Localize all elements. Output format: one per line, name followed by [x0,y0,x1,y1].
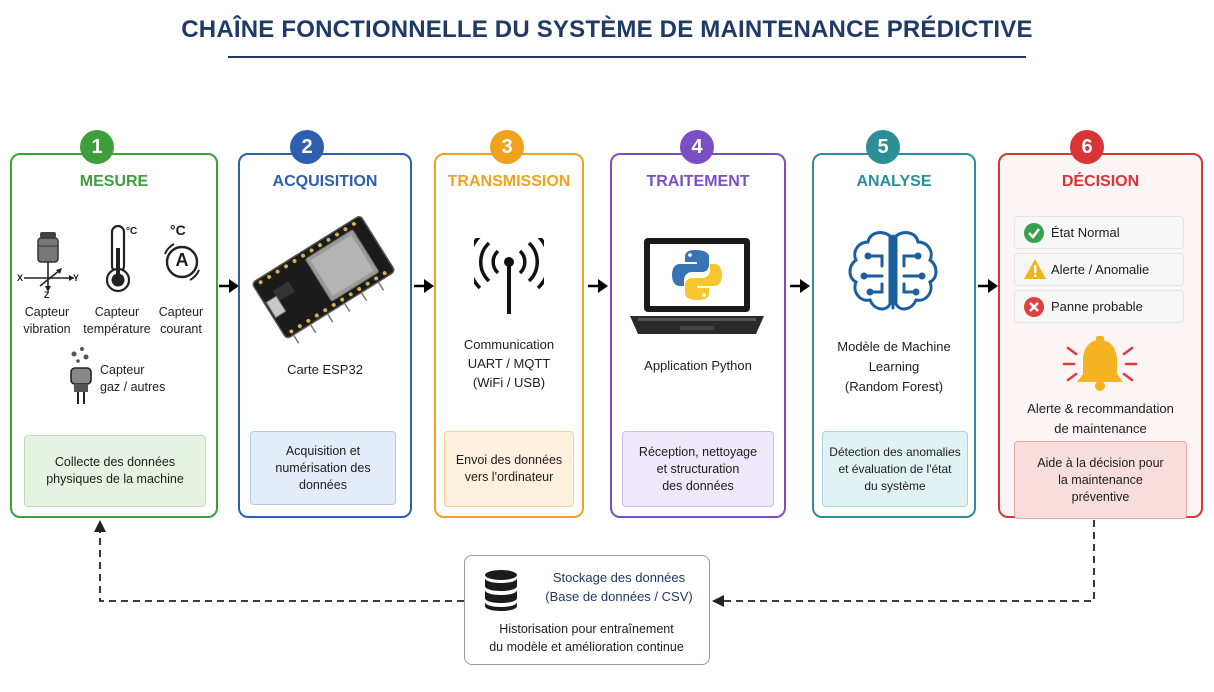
stage-description: Aide à la décision pour la maintenance p… [1014,441,1187,519]
stage-component-label: Modèle de Machine Learning (Random Fores… [837,339,951,394]
ammeter-letter: A [175,250,189,270]
stage-title: TRAITEMENT [646,173,750,190]
stage-number-badge: 3 [490,130,524,164]
stage-traitement: TRAITEMENT Application Python Réception,… [610,153,786,518]
state-normal-item: État Normal [1014,216,1184,249]
stage-decision: DÉCISION Alerte & recommandation de main… [998,153,1203,519]
stage-component-label: Communication UART / MQTT (WiFi / USB) [463,337,555,390]
error-cross-icon [1024,297,1044,317]
stage-title: DÉCISION [1061,173,1140,190]
stage-number-badge: 5 [866,130,900,164]
storage-title: Stockage des données (Base de données / … [545,570,693,604]
page-title: CHAÎNE FONCTIONNELLE DU SYSTÈME DE MAINT… [181,16,1033,43]
state-normal-label: État Normal [1051,225,1120,240]
stage-number-badge: 2 [290,130,324,164]
axis-x-label: X [17,273,24,283]
stage-analyse: ANALYSE Modèle de Machine Learning (Rand… [812,153,976,518]
title-underline [228,56,1026,58]
stage-description: Envoi des données vers l'ordinateur [444,431,574,507]
state-alert-label: Alerte / Anomalie [1051,262,1150,277]
stage-title: ACQUISITION [272,173,378,190]
laptop-python-icon [630,238,764,334]
vibration-sensor-label: Capteur vibration [23,305,71,336]
stage-description: Collecte des données physiques de la mac… [24,435,206,507]
current-sensor-label: Capteur courant [158,305,204,336]
stage-number-badge: 4 [680,130,714,164]
ammeter-icon [164,243,200,281]
alarm-bell-icon [1062,336,1138,391]
stage-number-badge: 6 [1070,130,1104,164]
axis-y-label: Y [73,273,80,283]
stage-component-label: Application Python [644,358,752,373]
vibration-sensor-icon [24,232,74,292]
state-failure-item: Panne probable [1014,290,1184,323]
check-circle-icon [1024,223,1044,243]
thermometer-icon [105,224,131,293]
gas-sensor-label: Capteur gaz / autres [100,363,166,394]
stage-title: ANALYSE [856,173,932,190]
warning-triangle-icon [1024,259,1046,279]
esp32-board-icon [252,216,395,344]
state-failure-label: Panne probable [1051,299,1143,314]
temperature-sensor-label: Capteur température [83,305,151,336]
antenna-wireless-icon [474,238,544,314]
flow-arrow [219,279,239,293]
stage-description: Réception, nettoyage et structuration de… [622,431,774,507]
stage-description: Acquisition et numérisation des données [250,431,396,505]
axis-z-label: Z [44,290,50,300]
storage-description: Historisation pour entraînement du modèl… [489,622,684,654]
stage-transmission: TRANSMISSION Communication UART / MQTT (… [434,153,584,518]
stage-component-label: Carte ESP32 [287,362,363,377]
stage-title: TRANSMISSION [447,173,571,190]
stage-description: Détection des anomalies et évaluation de… [822,431,968,507]
flow-arrow [790,279,810,293]
flow-arrow [414,279,434,293]
brain-ai-icon [848,231,938,311]
stage-acquisition: ACQUISITION Carte ESP32 Acquisition et n… [238,153,412,518]
flow-arrow [978,279,998,293]
state-alert-item: Alerte / Anomalie [1014,253,1184,286]
flow-arrow [588,279,608,293]
celsius-label: °C [126,226,138,237]
database-icon [485,570,517,611]
celsius-unit-label: °C [170,222,186,238]
stage-mesure: MESURE Collecte des données physiques de… [10,153,218,518]
gas-sensor-icon [70,347,92,404]
stage-number-badge: 1 [80,130,114,164]
stage-title: MESURE [79,173,149,190]
stage-component-label: Alerte & recommandation de maintenance [1027,401,1174,436]
data-storage-box: Stockage des données (Base de données / … [464,555,710,665]
